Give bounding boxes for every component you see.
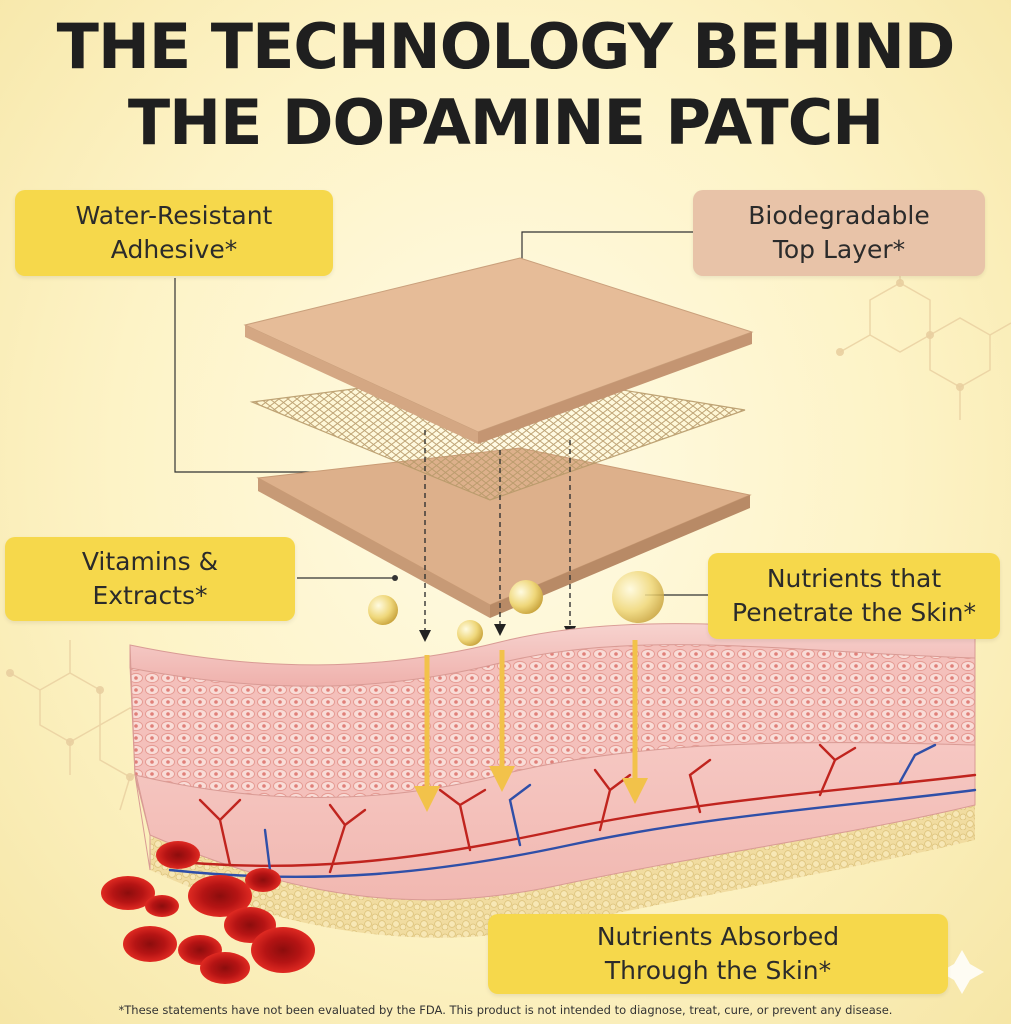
bottom-adhesive-layer <box>256 447 752 618</box>
label-vitamins-extracts: Vitamins & Extracts* <box>5 537 295 621</box>
label-nutrients-penetrate: Nutrients that Penetrate the Skin* <box>708 553 1000 639</box>
label-line: Vitamins & <box>81 547 219 577</box>
label-line: Through the Skin* <box>604 956 832 985</box>
label-water-resistant-adhesive: Water-Resistant Adhesive* <box>15 190 333 276</box>
label-nutrients-absorbed: Nutrients Absorbed Through the Skin* <box>488 914 948 994</box>
label-line: Biodegradable <box>748 201 930 231</box>
label-biodegradable-top-layer: Biodegradable Top Layer* <box>693 190 985 276</box>
label-line: Extracts* <box>92 581 208 610</box>
label-line: Water-Resistant <box>75 201 273 231</box>
label-line: Nutrients that <box>766 564 942 594</box>
sparkle-icon <box>940 950 984 994</box>
skin-cross-section <box>129 623 977 938</box>
top-layer <box>243 257 754 444</box>
label-line: Adhesive* <box>110 235 238 264</box>
label-line: Penetrate the Skin* <box>732 598 976 627</box>
absorption-arrows <box>414 640 648 812</box>
red-blood-cell-icon <box>101 841 315 984</box>
page-title-line-2: THE DOPAMINE PATCH <box>127 86 884 159</box>
page-title-line-1: THE TECHNOLOGY BEHIND <box>56 10 956 83</box>
fda-disclaimer: *These statements have not been evaluate… <box>118 1003 893 1017</box>
molecule-structure-icon <box>9 250 1011 811</box>
label-line: Top Layer* <box>772 235 906 264</box>
label-line: Nutrients Absorbed <box>596 922 840 952</box>
